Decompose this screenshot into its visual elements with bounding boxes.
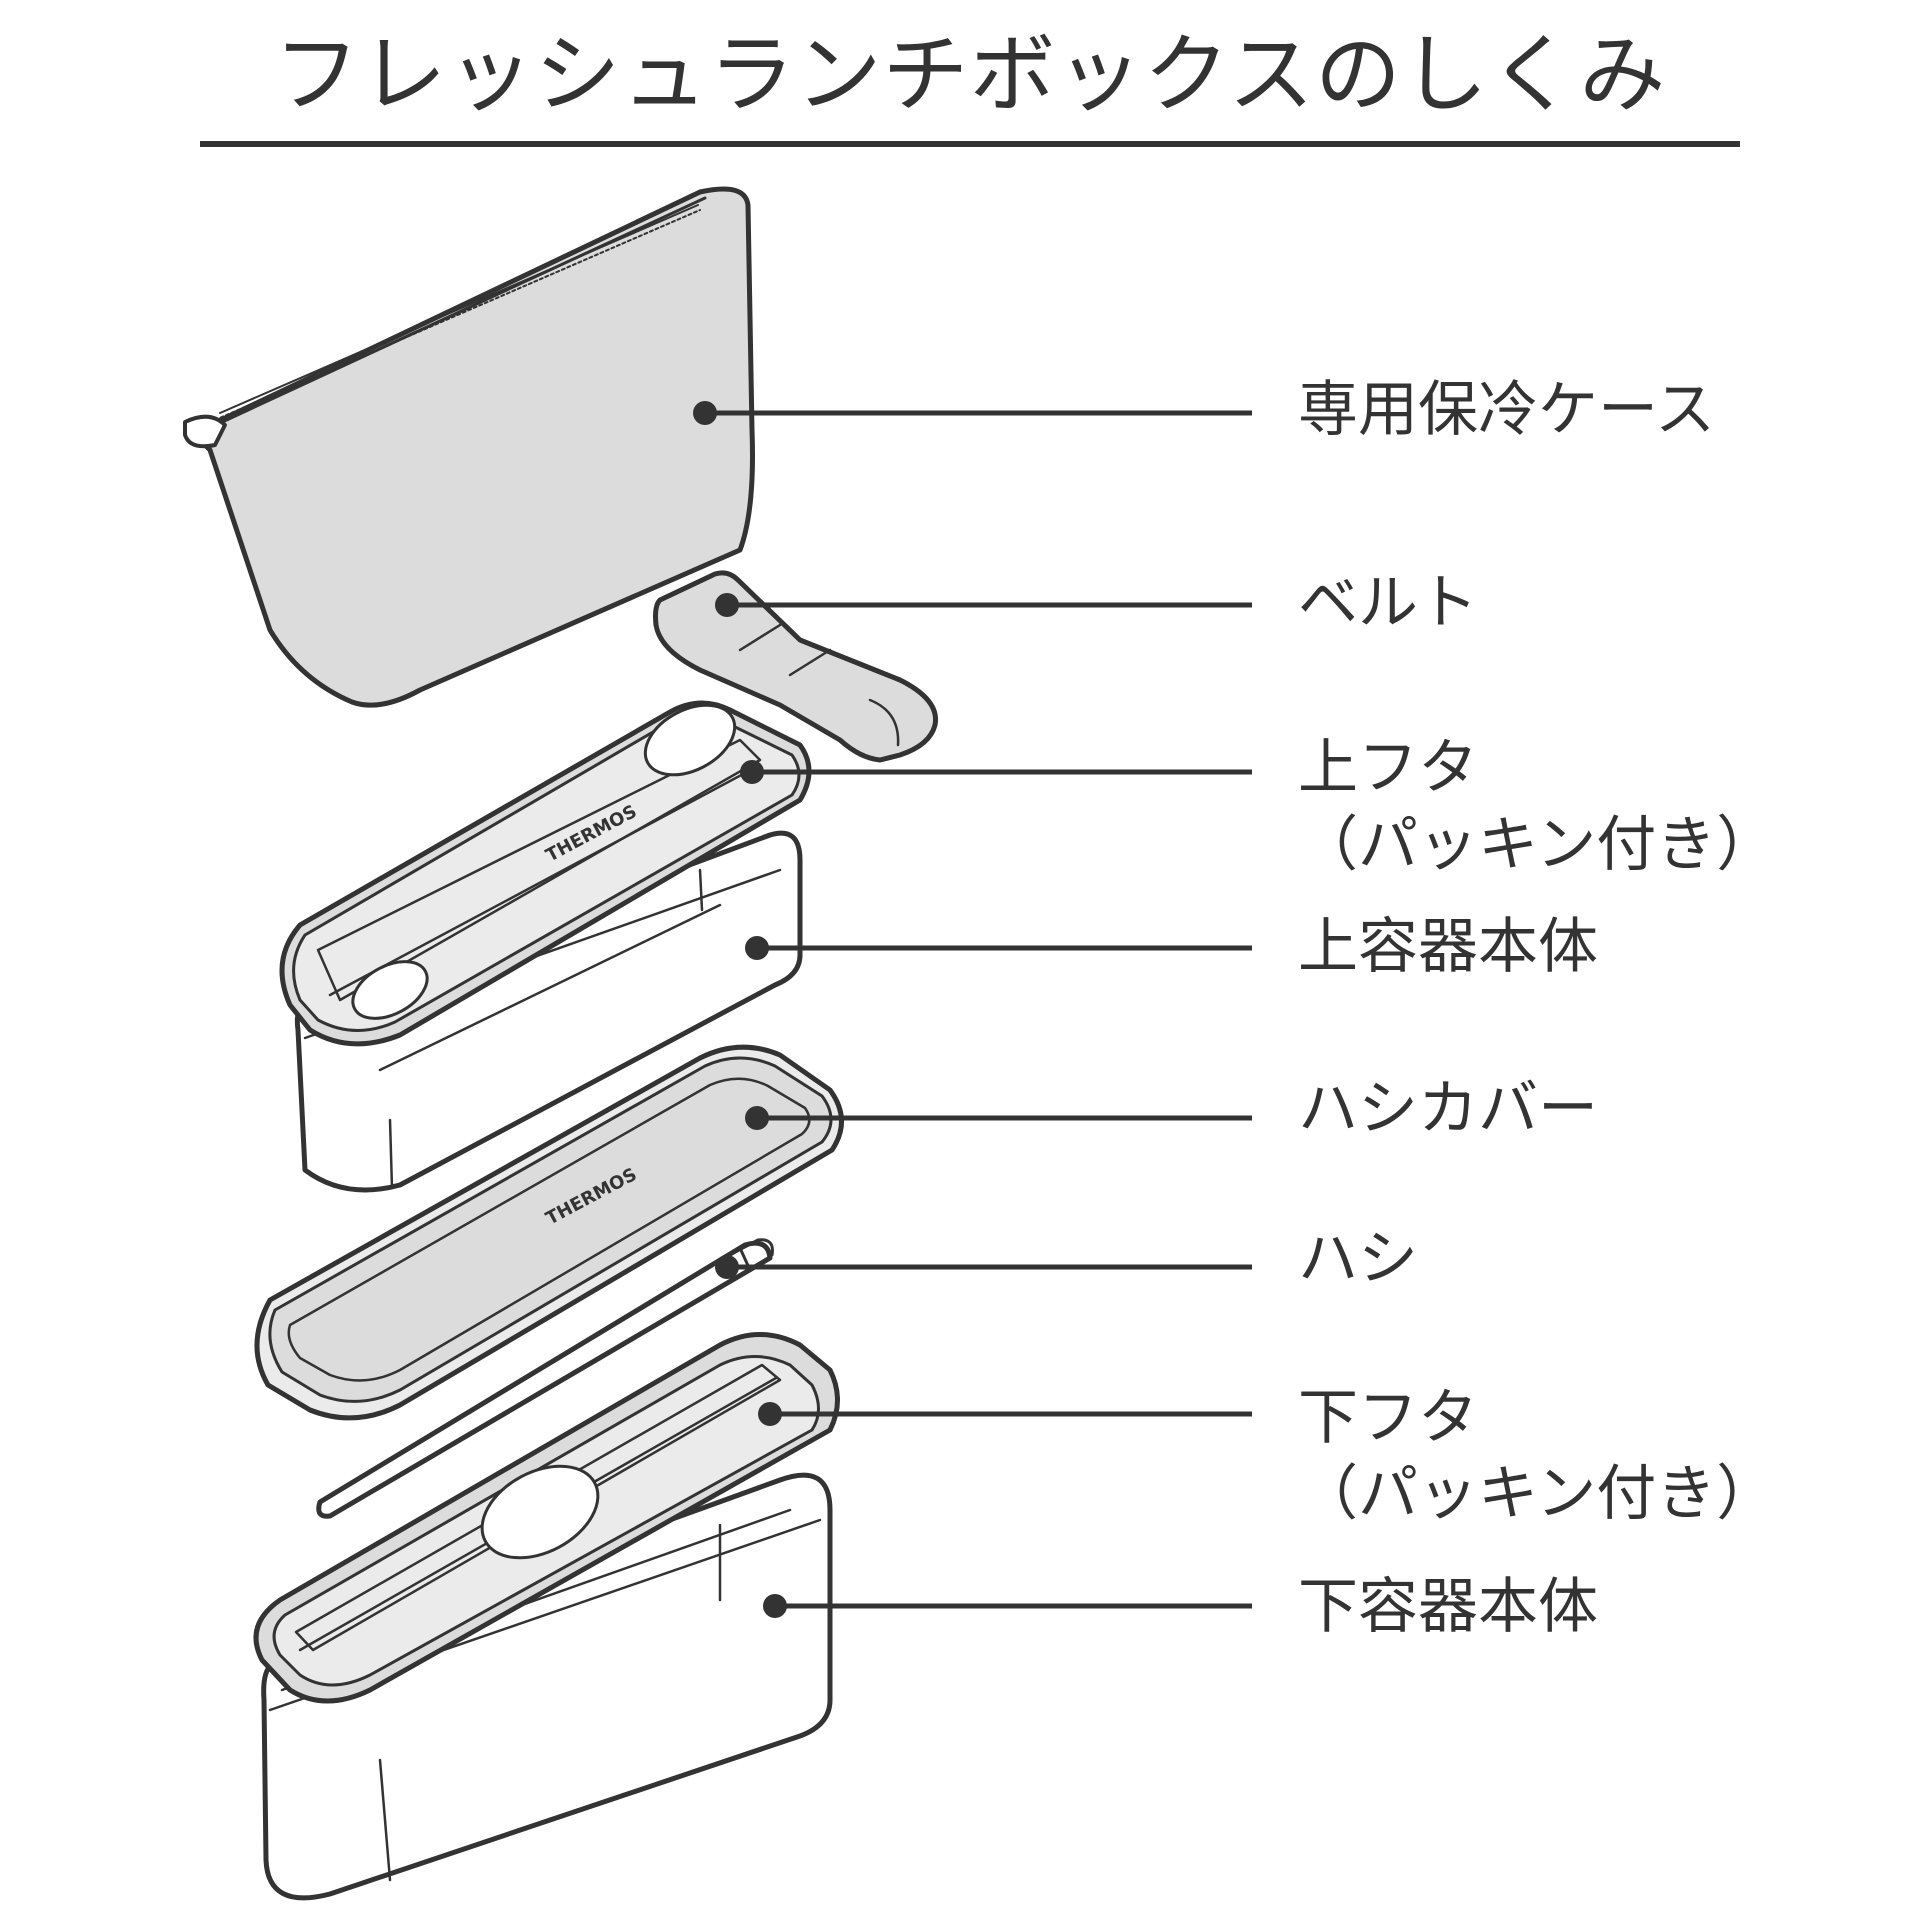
title-underline: [200, 141, 1740, 147]
label-upper-lid: 上フタ: [1298, 733, 1478, 803]
page-title: フレッシュランチボックスのしくみ: [273, 25, 1667, 125]
dot-belt: [715, 593, 739, 617]
dot-upper-lid: [740, 760, 764, 784]
cooling-case: [183, 186, 755, 708]
label-chopsticks: ハシ: [1298, 1224, 1418, 1294]
leader-lines: [705, 410, 1252, 1609]
label-chopstick-cover: ハシカバー: [1298, 1074, 1598, 1144]
dot-lower-container: [763, 1594, 787, 1618]
chopstick-cover: [254, 1044, 844, 1421]
label-cooling-case: 専用保冷ケース: [1298, 375, 1715, 445]
belt: [653, 570, 939, 763]
dot-cooling-case: [693, 401, 717, 425]
dot-lower-lid: [758, 1402, 782, 1426]
label-upper-lid-packing: （パッキン付き）: [1298, 810, 1777, 880]
upper-lid: [279, 700, 812, 1047]
dot-chopstick-cover: [745, 1106, 769, 1130]
label-lower-lid-packing: （パッキン付き）: [1298, 1459, 1777, 1529]
lower-lid: [253, 1332, 840, 1704]
chopsticks: [316, 1238, 774, 1519]
label-belt: ベルト: [1298, 568, 1478, 638]
leader-dots: [693, 401, 787, 1618]
label-upper-container: 上容器本体: [1298, 912, 1598, 982]
label-lower-container: 下容器本体: [1298, 1572, 1598, 1642]
dot-chopsticks: [715, 1255, 739, 1279]
label-lower-lid: 下フタ: [1298, 1383, 1478, 1453]
dot-upper-container: [745, 936, 769, 960]
